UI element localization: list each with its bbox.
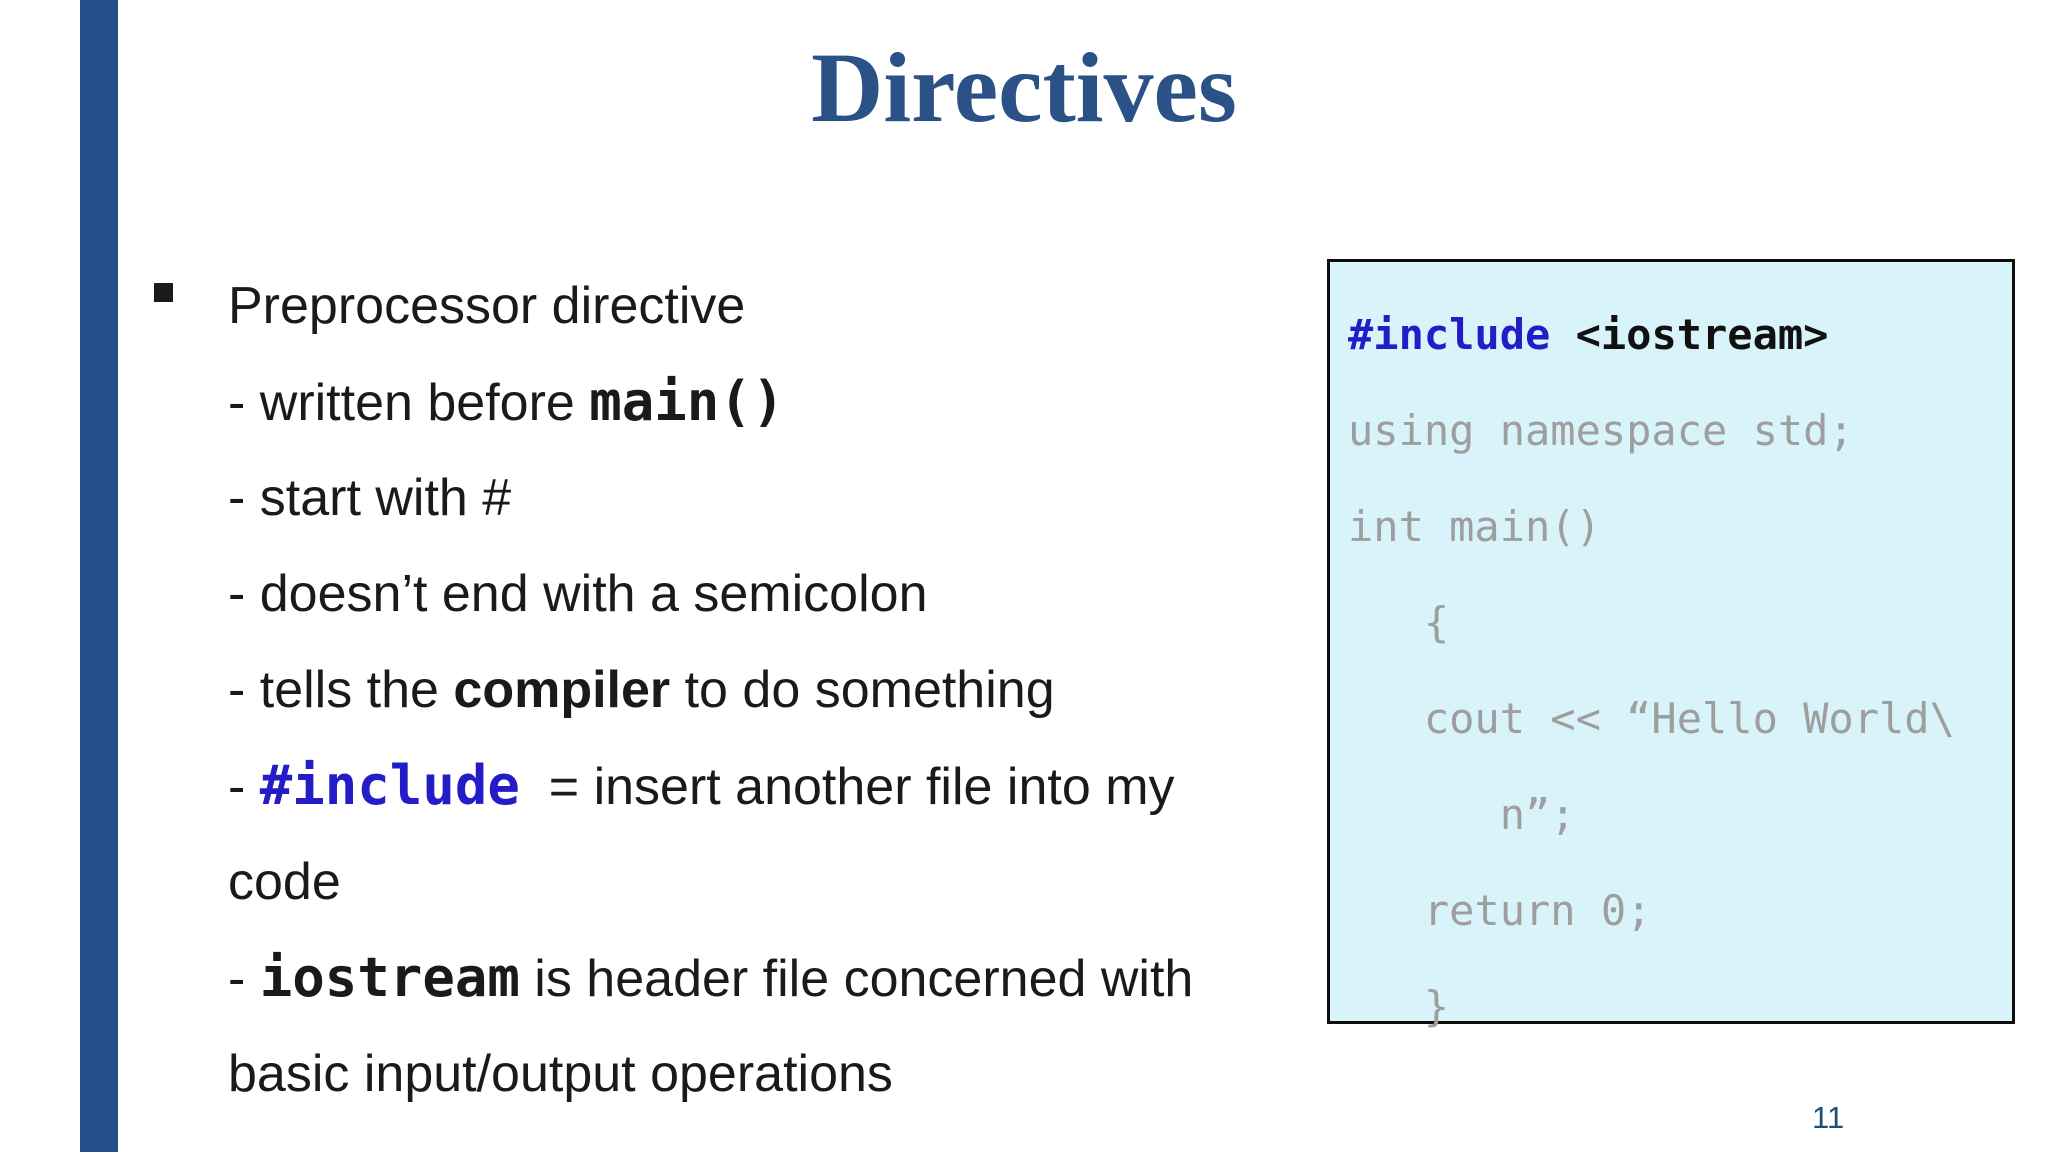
text-segment: - start with # [228, 469, 512, 527]
code-line: int main() [1348, 479, 2012, 575]
text-segment: cout << “Hello World\ [1348, 694, 1955, 743]
text-segment: } [1348, 982, 1450, 1031]
text-segment: Preprocessor directive [228, 277, 746, 335]
bullet-line: - iostream is header file concerned with [153, 930, 1343, 1026]
text-segment: = insert another file into my [519, 758, 1175, 816]
text-segment: n”; [1348, 790, 1576, 839]
bullet-line: - written before main() [153, 354, 1343, 450]
bullet-line: code [153, 834, 1343, 930]
text-segment: int main() [1348, 502, 1601, 551]
text-segment: - doesn’t end with a semicolon [228, 565, 928, 623]
text-segment: is header file concerned with [519, 950, 1194, 1008]
bullet-list: Preprocessor directive - written before m… [153, 258, 1343, 1122]
text-segment: #include [259, 754, 520, 817]
text-segment: - tells the [228, 661, 454, 719]
bullet-line: basic input/output operations [153, 1026, 1343, 1122]
code-line: return 0; [1348, 863, 2012, 959]
text-segment: to do something [670, 661, 1055, 719]
text-segment: compiler [453, 661, 671, 719]
bullet-line: - doesn’t end with a semicolon [153, 546, 1343, 642]
bullet-square-icon [154, 283, 173, 302]
text-segment: using namespace std; [1348, 406, 1854, 455]
bullet-line: - tells the compiler to do something [153, 642, 1343, 738]
text-segment: { [1348, 598, 1450, 647]
code-box: #include <iostream> using namespace std; i… [1327, 259, 2015, 1031]
code-line: using namespace std; [1348, 383, 2012, 479]
text-segment: iostream [259, 946, 520, 1009]
code-line: #include <iostream> [1348, 287, 2012, 383]
page-title: Directives [811, 32, 1237, 143]
text-segment: <iostream> [1550, 310, 1829, 359]
bullet-line: - start with # [153, 450, 1343, 546]
left-accent-bar [80, 0, 118, 1152]
text-segment: code [228, 853, 341, 911]
text-segment: - [228, 758, 260, 816]
text-segment: - [228, 950, 260, 1008]
code-line: { [1348, 575, 2012, 671]
text-segment: #include [1348, 310, 1551, 359]
code-line: cout << “Hello World\ [1348, 671, 2012, 767]
bullet-line: - #include = insert another file into my [153, 738, 1343, 834]
bullet-line: Preprocessor directive [153, 258, 1343, 354]
page-number: 11 [1812, 1100, 1845, 1135]
code-line: n”; [1348, 767, 2012, 863]
text-segment: main() [589, 370, 785, 433]
text-segment: return 0; [1348, 886, 1652, 935]
text-segment: - written before [228, 374, 590, 432]
text-segment: basic input/output operations [228, 1045, 893, 1103]
code-line: } [1348, 959, 2012, 1055]
